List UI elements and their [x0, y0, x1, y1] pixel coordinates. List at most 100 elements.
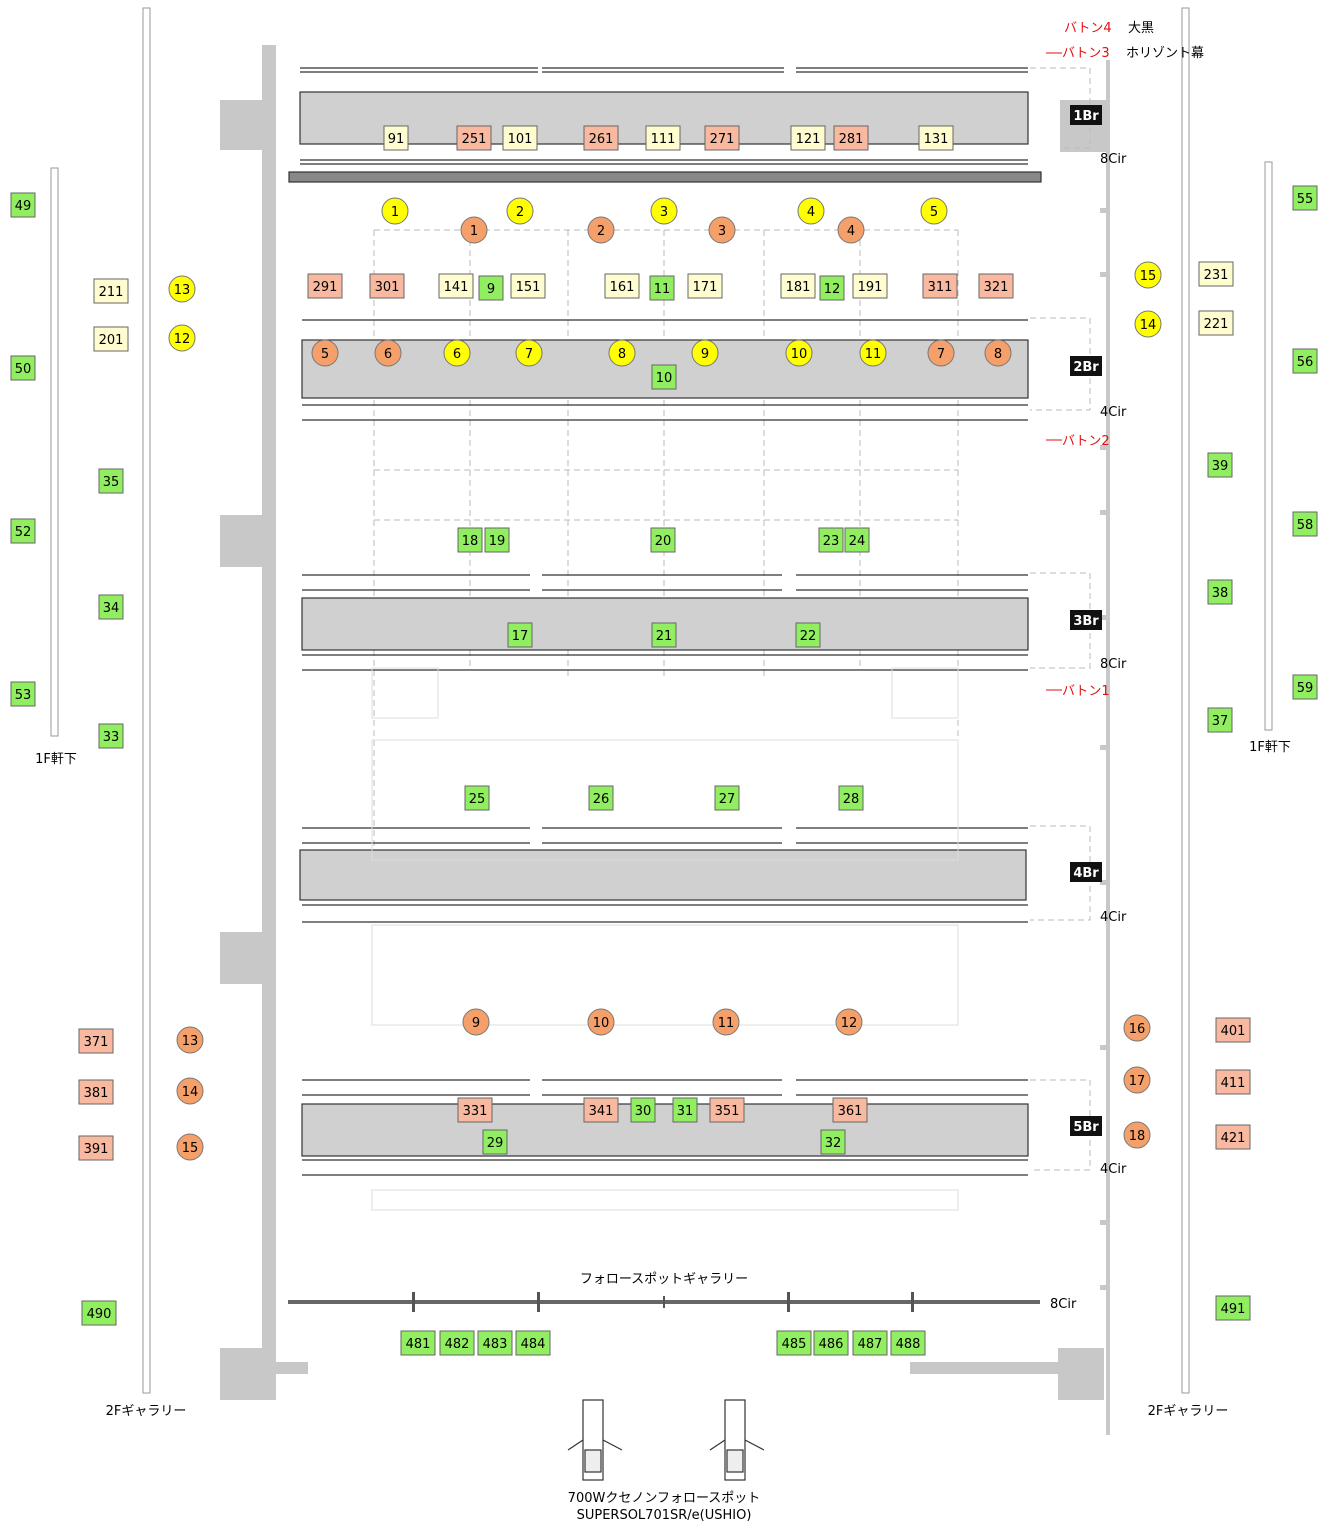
channel-box-label: 361: [838, 1104, 863, 1119]
channel-box-label: 486: [819, 1337, 844, 1352]
channel-box: 56: [1292, 348, 1318, 374]
channel-box-rect: [93, 326, 129, 352]
channel-box-label: 29: [487, 1136, 504, 1151]
channel-box: 491: [1215, 1295, 1251, 1321]
instrument-circle: 11: [712, 1008, 740, 1036]
channel-box-label: 201: [99, 333, 124, 348]
instrument-circle: 5: [311, 339, 339, 367]
instrument-circle-shape: [1123, 1121, 1151, 1149]
channel-box: 35: [98, 468, 124, 494]
channel-box: 484: [515, 1330, 551, 1356]
channel-box: 321: [978, 273, 1014, 299]
instrument-circle: 17: [1123, 1066, 1151, 1094]
channel-box: 31: [672, 1097, 698, 1123]
channel-box: 201: [93, 326, 129, 352]
channel-box: 488: [890, 1330, 926, 1356]
channel-box-rect: [515, 1330, 551, 1356]
channel-box: 39: [1207, 452, 1233, 478]
channel-box-label: 490: [87, 1307, 112, 1322]
channel-box-rect: [1207, 579, 1233, 605]
channel-box-rect: [672, 1097, 698, 1123]
channel-box-rect: [776, 1330, 812, 1356]
instrument-circle: 18: [1123, 1121, 1151, 1149]
batten4-note: 大黒: [1128, 21, 1154, 36]
channel-box-rect: [369, 273, 405, 299]
side-pipes: [50, 7, 1273, 1394]
channel-box-label: 191: [858, 280, 883, 295]
channel-box-label: 482: [445, 1337, 470, 1352]
channel-box-rect: [709, 1097, 745, 1123]
channel-box-rect: [1215, 1124, 1251, 1150]
bridge-tag-4br: 4Br: [1073, 866, 1099, 881]
instrument-circle-shape: [1123, 1014, 1151, 1042]
instrument-circle-shape: [587, 1008, 615, 1036]
channel-box-rect: [1292, 511, 1318, 537]
instrument-circle-label: 4: [847, 224, 855, 239]
channel-box-label: 231: [1204, 268, 1229, 283]
footer-line1: 700Wクセノンフォロースポット: [568, 1491, 761, 1506]
channel-box: 161: [604, 273, 640, 299]
channel-box: 211: [93, 278, 129, 304]
instrument-circle: 13: [176, 1026, 204, 1054]
instrument-circle-label: 16: [1129, 1022, 1146, 1037]
channel-box: 9: [478, 275, 504, 301]
channel-box-rect: [588, 785, 614, 811]
channel-box-rect: [978, 273, 1014, 299]
instrument-circle-label: 12: [841, 1016, 858, 1031]
channel-box-label: 181: [786, 280, 811, 295]
channel-box-label: 31: [677, 1104, 694, 1119]
channel-box-rect: [1292, 674, 1318, 700]
right-1f-label: 1F軒下: [1249, 740, 1291, 755]
channel-box-label: 20: [655, 534, 672, 549]
channel-box-label: 53: [15, 688, 32, 703]
instrument-circle: 3: [650, 197, 678, 225]
instrument-circle-shape: [311, 339, 339, 367]
instrument-circle-shape: [1134, 310, 1162, 338]
channel-box: 25: [464, 785, 490, 811]
channel-box-rect: [1198, 261, 1234, 287]
channel-box-label: 52: [15, 525, 32, 540]
channel-box-label: 18: [462, 534, 479, 549]
instrument-circle-shape: [920, 197, 948, 225]
batten1-label: バトン1: [1062, 684, 1110, 699]
channel-box-rect: [510, 273, 546, 299]
channel-box-label: 21: [656, 629, 673, 644]
channel-box-rect: [81, 1300, 117, 1326]
footer-caption: 700Wクセノンフォロースポット SUPERSOL701SR/e(USHIO): [568, 1491, 761, 1523]
instrument-circle-shape: [176, 1077, 204, 1105]
instrument-circle: 15: [1134, 261, 1162, 289]
channel-box-label: 111: [651, 132, 676, 147]
channel-box-rect: [838, 785, 864, 811]
instrument-circle-label: 3: [718, 224, 726, 239]
channel-box-rect: [1207, 452, 1233, 478]
channel-box-rect: [832, 1097, 868, 1123]
channel-box-rect: [502, 125, 538, 151]
channel-box: 38: [1207, 579, 1233, 605]
channel-box-rect: [650, 527, 676, 553]
channel-box-rect: [795, 622, 821, 648]
channel-box-label: 50: [15, 362, 32, 377]
channel-box-label: 381: [84, 1086, 109, 1101]
channel-box: 28: [838, 785, 864, 811]
channel-box-rect: [1198, 310, 1234, 336]
channel-box-label: 391: [84, 1142, 109, 1157]
channel-box-rect: [307, 273, 343, 299]
left-2f-label: 2Fギャラリー: [106, 1404, 187, 1419]
channel-box-rect: [98, 594, 124, 620]
channel-box-rect: [1215, 1017, 1251, 1043]
channel-box: 331: [457, 1097, 493, 1123]
instrument-circle: 9: [462, 1008, 490, 1036]
channel-box: 401: [1215, 1017, 1251, 1043]
instrument-circle: 10: [785, 339, 813, 367]
channel-box-rect: [852, 1330, 888, 1356]
instrument-circle: 15: [176, 1133, 204, 1161]
instrument-circle: 4: [797, 197, 825, 225]
channel-box-rect: [478, 275, 504, 301]
channel-box: 486: [813, 1330, 849, 1356]
channel-box-rect: [400, 1330, 436, 1356]
instrument-circle-label: 2: [516, 205, 524, 220]
follow-spot-left: [567, 1399, 623, 1481]
channel-box-label: 32: [825, 1136, 842, 1151]
channel-box: 91: [383, 125, 409, 151]
